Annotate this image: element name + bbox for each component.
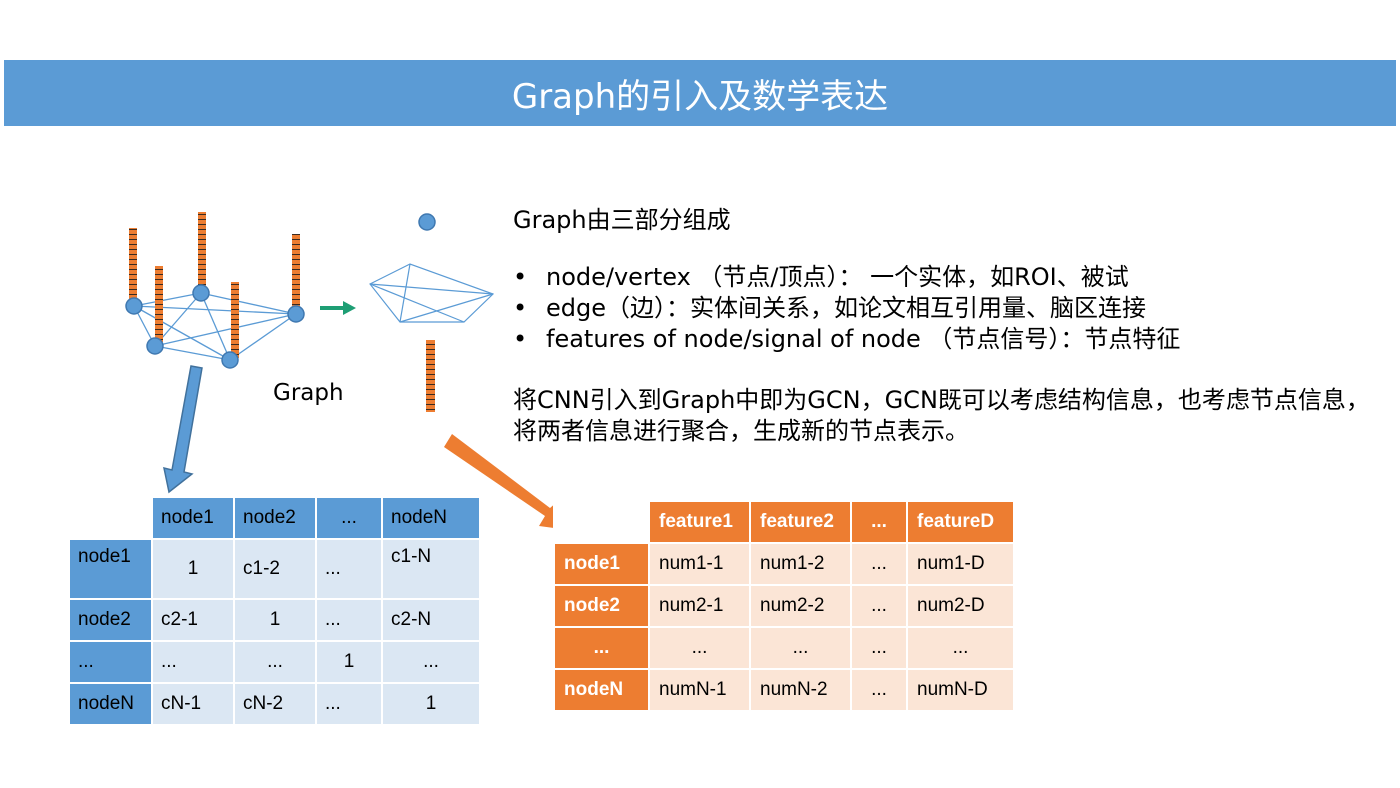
row-header: node2 [68, 598, 153, 642]
table-row: ... ... ... 1 ... [68, 640, 481, 684]
table-cell: ... [648, 626, 751, 670]
row-header: nodeN [553, 668, 650, 712]
column-header: feature1 [648, 500, 751, 544]
graph-node [146, 337, 164, 355]
blue-arrow [163, 365, 203, 494]
graph-node [192, 284, 210, 302]
table-cell: ... [381, 640, 481, 684]
column-header: ... [315, 496, 383, 540]
green-arrow [320, 301, 356, 315]
bullet-node: node/vertex （节点/顶点）： 一个实体，如ROI、被试 [513, 262, 1373, 293]
row-header: nodeN [68, 682, 153, 726]
column-header: node1 [151, 496, 235, 540]
table-cell: num2-D [906, 584, 1015, 628]
table-cell: num2-2 [749, 584, 852, 628]
table-cell: numN-D [906, 668, 1015, 712]
graph-edge [133, 305, 231, 361]
components-list: node/vertex （节点/顶点）： 一个实体，如ROI、被试 edge（边… [513, 262, 1373, 355]
table-cell: numN-1 [648, 668, 751, 712]
table-cell: ... [315, 682, 383, 726]
table-cell: ... [315, 538, 383, 600]
row-header: ... [68, 640, 153, 684]
bullet-edge: edge（边）：实体间关系，如论文相互引用量、脑区连接 [513, 293, 1373, 324]
graph-edges [133, 292, 297, 361]
row-header: ... [553, 626, 650, 670]
orange-arrow [444, 434, 569, 530]
feature-bar [198, 212, 206, 288]
table-cell: ... [151, 640, 235, 684]
table-cell: num1-D [906, 542, 1015, 586]
adjacency-table: node1 node2 ... nodeN node1 1 c1-2 ... c… [68, 496, 481, 726]
column-header: nodeN [381, 496, 481, 540]
row-header: node1 [553, 542, 650, 586]
table-cell: ... [850, 668, 908, 712]
table-row: node1 num1-1 num1-2 ... num1-D [553, 542, 1015, 586]
graph-edge [154, 313, 297, 347]
table-cell: 1 [315, 640, 383, 684]
table-cell: ... [850, 584, 908, 628]
feature-table: feature1 feature2 ... featureD node1 num… [553, 500, 1015, 712]
title-bar: Graph的引入及数学表达 [4, 60, 1396, 126]
feature-bars [129, 212, 300, 358]
column-header: feature2 [749, 500, 852, 544]
table-cell: c1-2 [233, 538, 317, 600]
table-cell: c2-N [381, 598, 481, 642]
graph-nodes [125, 284, 305, 369]
table-row: node2 num2-1 num2-2 ... num2-D [553, 584, 1015, 628]
table-corner [68, 496, 153, 540]
table-cell: ... [315, 598, 383, 642]
feature-bar [129, 228, 137, 304]
table-cell: ... [749, 626, 852, 670]
table-cell: num2-1 [648, 584, 751, 628]
graph-edge [200, 292, 297, 315]
graph-node [287, 305, 305, 323]
table-row: node2 c2-1 1 ... c2-N [68, 598, 481, 642]
graph-edge [200, 292, 231, 361]
components-heading: Graph由三部分组成 [513, 206, 731, 234]
graph-edge [133, 292, 202, 307]
graph-edge [229, 313, 297, 361]
feature-bar [231, 282, 239, 358]
table-cell: 1 [381, 682, 481, 726]
bullet-features: features of node/signal of node （节点信号）：节… [513, 324, 1373, 355]
node-legend-icon [418, 213, 436, 231]
table-cell: cN-2 [233, 682, 317, 726]
table-header-row: feature1 feature2 ... featureD [553, 500, 1015, 544]
table-cell: ... [906, 626, 1015, 670]
table-cell: c2-1 [151, 598, 235, 642]
graph-node [221, 351, 239, 369]
table-cell: num1-1 [648, 542, 751, 586]
description-block: Graph由三部分组成 node/vertex （节点/顶点）： 一个实体，如R… [513, 205, 1373, 447]
table-header-row: node1 node2 ... nodeN [68, 496, 481, 540]
table-cell: ... [233, 640, 317, 684]
feature-legend-icon [426, 340, 435, 412]
table-row: node1 1 c1-2 ... c1-N [68, 538, 481, 600]
slide-title: Graph的引入及数学表达 [511, 76, 889, 117]
table-cell: 1 [233, 598, 317, 642]
table-cell: 1 [151, 538, 235, 600]
row-header: node2 [553, 584, 650, 628]
column-header: featureD [906, 500, 1015, 544]
table-cell: numN-2 [749, 668, 852, 712]
table-cell: ... [850, 626, 908, 670]
column-header: ... [850, 500, 908, 544]
table-cell: num1-2 [749, 542, 852, 586]
gcn-paragraph: 将CNN引入到Graph中即为GCN，GCN既可以考虑结构信息，也考虑节点信息，… [513, 386, 1370, 445]
graph-node [125, 297, 143, 315]
graph-label: Graph [273, 380, 344, 406]
edge-legend-icon [369, 263, 495, 323]
table-cell: ... [850, 542, 908, 586]
table-row: nodeN cN-1 cN-2 ... 1 [68, 682, 481, 726]
graph-edge [154, 345, 231, 361]
table-row: ... ... ... ... ... [553, 626, 1015, 670]
table-cell: c1-N [381, 538, 481, 600]
column-header: node2 [233, 496, 317, 540]
feature-bar [155, 266, 163, 342]
table-cell: cN-1 [151, 682, 235, 726]
table-row: nodeN numN-1 numN-2 ... numN-D [553, 668, 1015, 712]
row-header: node1 [68, 538, 153, 600]
table-corner [553, 500, 650, 544]
feature-bar [292, 234, 300, 310]
